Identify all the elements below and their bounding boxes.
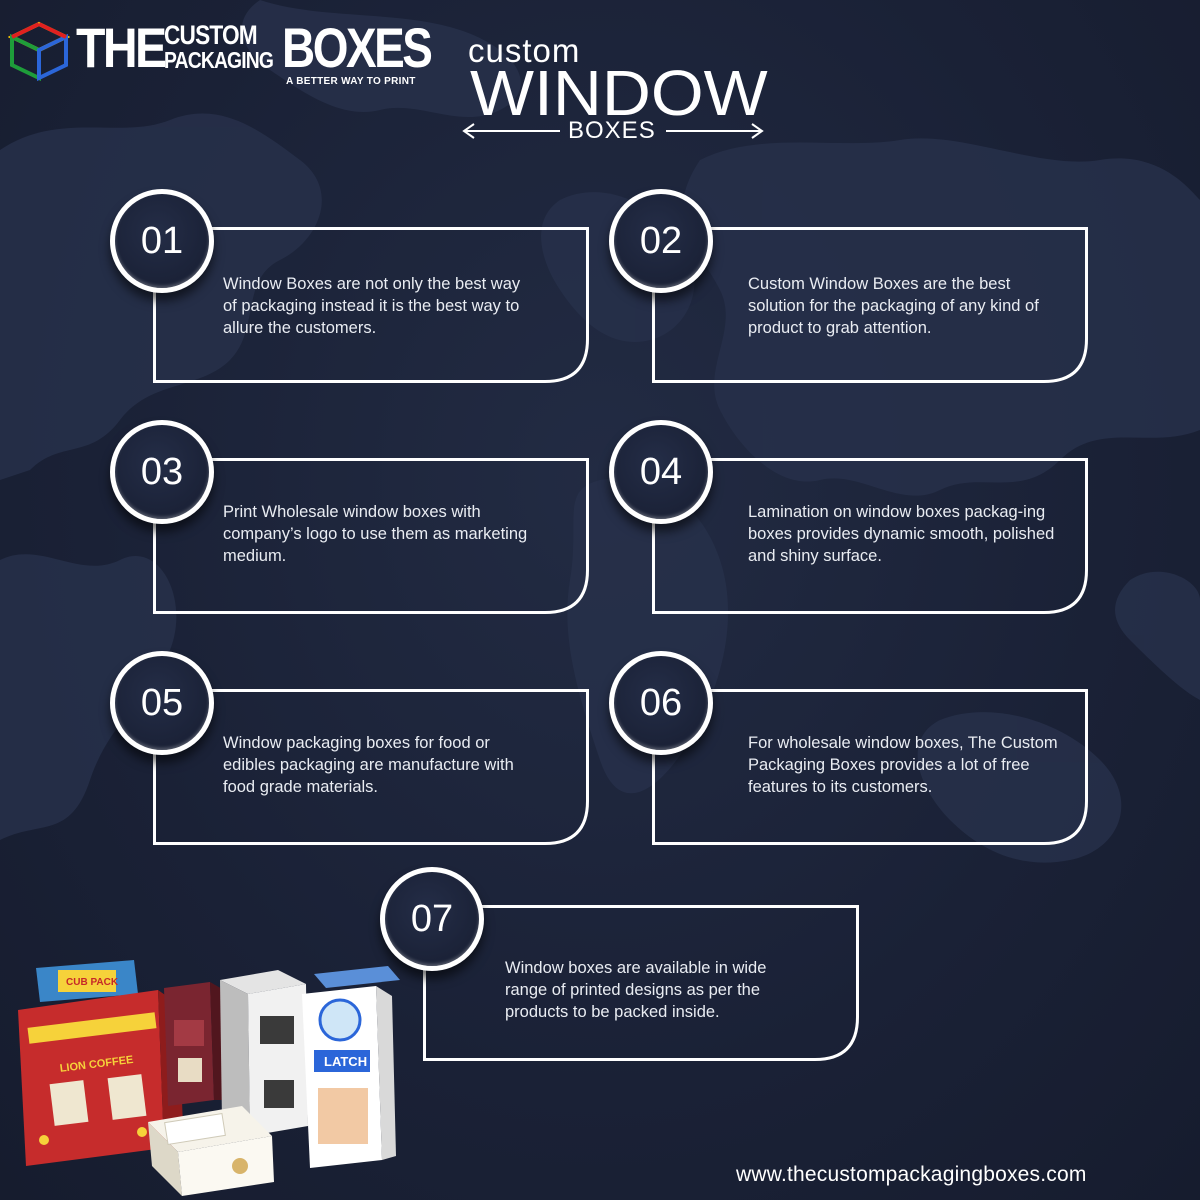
- card-text: Window packaging boxes for food or edibl…: [223, 734, 514, 796]
- card-frame: [652, 227, 1088, 383]
- feature-card: 01 Window Boxes are not only the best wa…: [110, 189, 589, 383]
- brand-logo[interactable]: THE CUSTOM PACKAGING BOXES A BETTER WAY …: [6, 10, 433, 90]
- card-number: 03: [140, 450, 184, 493]
- feature-card: 06 For wholesale window boxes, The Custo…: [609, 651, 1088, 845]
- card-frame: [423, 905, 859, 1061]
- card-number: 01: [140, 219, 184, 262]
- feature-card: 04 Lamination on window boxes packag-ing…: [609, 420, 1088, 614]
- title-small: custom: [468, 32, 581, 69]
- card-number: 06: [639, 681, 683, 724]
- feature-card: 03 Print Wholesale window boxes with com…: [110, 420, 589, 614]
- logo-word-boxes: BOXES: [282, 16, 433, 79]
- logo-tagline: A BETTER WAY TO PRINT: [286, 76, 416, 87]
- feature-card: 02 Custom Window Boxes are the best solu…: [609, 189, 1088, 383]
- card-frame: [153, 458, 589, 614]
- title-subtitle: BOXES: [568, 117, 656, 144]
- website-url[interactable]: www.thecustompackagingboxes.com: [736, 1163, 1087, 1186]
- card-number: 02: [639, 219, 683, 262]
- card-number-badge: 01: [110, 189, 214, 293]
- double-arrow-icon: [462, 123, 764, 139]
- logo-word-the: THE: [76, 16, 167, 79]
- card-text: Lamination on window boxes packag-ing bo…: [748, 503, 1055, 565]
- card-number: 07: [410, 897, 454, 940]
- card-text: Window boxes are available in wide range…: [505, 959, 767, 1021]
- card-frame: [652, 689, 1088, 845]
- logo-word-packaging: PACKAGING: [164, 47, 274, 73]
- card-text: Print Wholesale window boxes with compan…: [223, 503, 528, 565]
- card-text: For wholesale window boxes, The Custom P…: [748, 734, 1058, 796]
- coffee-box-top-label: CUB PACK: [66, 977, 119, 988]
- card-number-badge: 04: [609, 420, 713, 524]
- card-text: Window Boxes are not only the best way o…: [223, 275, 521, 337]
- tea-box-illustration: [164, 982, 228, 1106]
- small-white-box-illustration: [148, 1106, 274, 1196]
- card-number-badge: 05: [110, 651, 214, 755]
- card-text: Custom Window Boxes are the best solutio…: [748, 275, 1039, 337]
- white-box-illustration: [220, 970, 308, 1136]
- card-number: 05: [140, 681, 184, 724]
- feature-card: 05 Window packaging boxes for food or ed…: [110, 651, 589, 845]
- card-number-badge: 06: [609, 651, 713, 755]
- card-frame: [652, 458, 1088, 614]
- title-main: WINDOW: [470, 57, 768, 129]
- logo-word-stack: CUSTOM PACKAGING: [164, 20, 294, 73]
- card-number-badge: 02: [609, 189, 713, 293]
- cube-logo-icon: [8, 21, 70, 82]
- card-number-badge: 07: [380, 867, 484, 971]
- latch-box-illustration: LATCH: [302, 966, 400, 1168]
- card-frame: [153, 689, 589, 845]
- window-box-products-image: CUB PACK LION COFFEE: [18, 960, 400, 1196]
- card-number: 04: [639, 450, 683, 493]
- feature-card: 07 Window boxes are available in wide ra…: [380, 867, 859, 1061]
- logo-word-custom: CUSTOM: [164, 20, 258, 50]
- coffee-box-illustration: CUB PACK LION COFFEE: [18, 960, 184, 1166]
- latch-box-brand: LATCH: [324, 1054, 367, 1069]
- card-frame: [153, 227, 589, 383]
- card-number-badge: 03: [110, 420, 214, 524]
